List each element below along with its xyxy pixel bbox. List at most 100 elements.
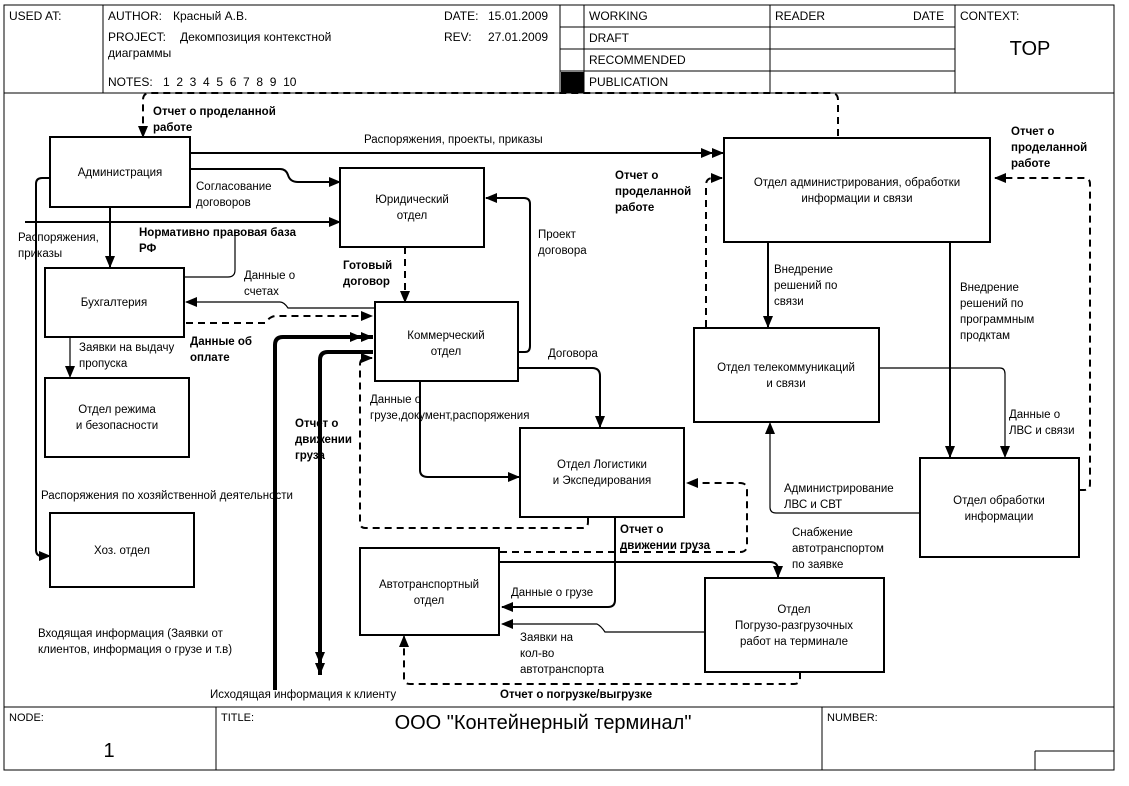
box-info-processing-label-2: информации	[965, 511, 1034, 523]
box-logistics-label-1: Отдел Логистики	[557, 459, 647, 471]
label-cargo-data: Данные о грузе	[511, 587, 593, 599]
label-vehicle-requests-2: кол-во	[520, 648, 554, 660]
number-label: NUMBER:	[827, 712, 878, 724]
box-loading-label-1: Отдел	[777, 604, 810, 616]
box-it-admin-label-2: информации и связи	[801, 193, 912, 205]
label-draft-contract-2: договора	[538, 245, 587, 257]
node-value: 1	[103, 740, 114, 762]
rev-label: REV:	[444, 30, 472, 44]
label-report-work-mid-2: проделанной	[615, 186, 691, 198]
label-cargo-docs-1: Данные о	[370, 394, 421, 406]
label-contracts: Договора	[548, 348, 598, 360]
label-pass-requests-2: пропуска	[79, 358, 128, 370]
arrow-labels: Отчет о проделанной работе Распоряжения,…	[18, 106, 1087, 701]
label-report-work-mid-1: Отчет о	[615, 170, 658, 182]
arrow-vehicle-requests	[501, 619, 705, 633]
box-logistics[interactable]: Отдел Логистики и Экспедирования	[519, 427, 685, 518]
box-transport[interactable]: Автотранспортный отдел	[359, 547, 500, 636]
label-sw-solutions-4: продктам	[960, 330, 1010, 342]
arrow-draft-contract	[485, 193, 531, 353]
box-loading-label-3: работ на терминале	[740, 636, 848, 648]
project-value-line1: Декомпозиция контекстной	[180, 30, 331, 44]
box-household[interactable]: Хоз. отдел	[49, 512, 195, 588]
label-orders-left-2: приказы	[18, 248, 62, 260]
label-legal-base-2: РФ	[139, 243, 157, 255]
box-logistics-label-2: и Экспедирования	[553, 475, 651, 487]
status-working[interactable]: WORKING	[589, 9, 648, 23]
arrow-cargo-movement-bottom	[500, 478, 748, 553]
label-report-work-top-2: работе	[153, 122, 192, 134]
box-transport-label-2: отдел	[414, 595, 444, 607]
arrow-outgoing-info	[315, 350, 373, 675]
label-invoice-data-1: Данные о	[244, 270, 295, 282]
label-comm-solutions-3: связи	[774, 296, 804, 308]
box-legal[interactable]: Юридический отдел	[339, 167, 485, 248]
label-report-work-right-3: работе	[1011, 158, 1050, 170]
arrow-lan-data	[879, 367, 1010, 458]
rev-value: 27.01.2009	[488, 30, 548, 44]
label-incoming-info-2: клиентов, информация о грузе и т.в)	[38, 644, 232, 656]
box-legal-label-1: Юридический	[375, 194, 449, 206]
status-draft[interactable]: DRAFT	[589, 31, 630, 45]
box-security[interactable]: Отдел режима и безопасности	[44, 377, 190, 458]
arrow-lan-admin	[765, 422, 920, 514]
publication-marker	[561, 72, 584, 93]
date-label: DATE:	[444, 9, 478, 23]
used-at-label: USED AT:	[9, 9, 61, 23]
box-info-processing[interactable]: Отдел обработки информации	[919, 457, 1080, 558]
label-invoice-data-2: счетах	[244, 286, 279, 298]
label-draft-contract-1: Проект	[538, 229, 577, 241]
reader-date-label: DATE	[913, 9, 944, 23]
label-ready-contract-1: Готовый	[343, 260, 392, 272]
box-household-label: Хоз. отдел	[94, 545, 150, 557]
label-contract-approval-1: Согласование	[196, 181, 272, 193]
title-label: TITLE:	[221, 712, 254, 724]
label-comm-solutions-2: решений по	[774, 280, 837, 292]
label-vehicle-requests-3: автотранспорта	[520, 664, 605, 676]
arrow-incoming-info	[273, 332, 373, 690]
line-invoice-to-legal	[184, 232, 236, 278]
node-label: NODE:	[9, 712, 44, 724]
label-sw-solutions-3: программным	[960, 314, 1034, 326]
label-cargo-movement-bottom-1: Отчет о	[620, 524, 663, 536]
box-admin[interactable]: Администрация	[49, 136, 191, 208]
label-ready-contract-2: договор	[343, 276, 390, 288]
box-info-processing-label-1: Отдел обработки	[953, 495, 1045, 507]
box-commercial-label-2: отдел	[431, 346, 461, 358]
label-lan-data-2: ЛВС и связи	[1009, 425, 1075, 437]
box-it-admin[interactable]: Отдел администрирования, обработки инфор…	[723, 137, 991, 243]
label-contract-approval-2: договоров	[196, 197, 251, 209]
label-cargo-movement-bottom-2: движении груза	[620, 540, 711, 552]
label-household-orders: Распоряжения по хозяйственной деятельнос…	[41, 490, 293, 502]
box-commercial[interactable]: Коммерческий отдел	[374, 301, 519, 382]
label-transport-supply-3: по заявке	[792, 559, 843, 571]
connectors	[25, 92, 1091, 690]
context-value: TOP	[1010, 38, 1051, 60]
box-loading[interactable]: Отдел Погрузо-разгрузочных работ на терм…	[704, 577, 885, 673]
box-legal-label-2: отдел	[397, 210, 427, 222]
status-recommended[interactable]: RECOMMENDED	[589, 53, 686, 67]
status-publication[interactable]: PUBLICATION	[589, 75, 668, 89]
notes-value: 1 2 3 4 5 6 7 8 9 10	[163, 75, 297, 89]
arrow-cargo-movement-left	[359, 353, 589, 529]
label-report-work-mid-3: работе	[615, 202, 654, 214]
context-label: CONTEXT:	[960, 9, 1019, 23]
label-orders-left-1: Распоряжения,	[18, 232, 99, 244]
label-transport-supply-2: автотранспортом	[792, 543, 884, 555]
arrow-cargo-docs	[419, 382, 520, 482]
label-payment-data-2: оплате	[190, 352, 230, 364]
label-report-work-right-1: Отчет о	[1011, 126, 1054, 138]
label-cargo-movement-left-1: Отчет о	[295, 418, 338, 430]
box-commercial-label-1: Коммерческий	[407, 330, 484, 342]
label-lan-admin-2: ЛВС и СВТ	[784, 499, 842, 511]
arrow-cargo-data	[501, 518, 616, 612]
box-telecom[interactable]: Отдел телекоммуникаций и связи	[693, 327, 880, 423]
box-it-admin-label-1: Отдел администрирования, обработки	[754, 177, 960, 189]
label-report-work-top-1: Отчет о проделанной	[153, 106, 276, 118]
label-vehicle-requests-1: Заявки на	[520, 632, 574, 644]
label-sw-solutions-1: Внедрение	[960, 282, 1019, 294]
project-label: PROJECT:	[108, 30, 166, 44]
box-accounting[interactable]: Бухгалтерия	[44, 267, 185, 338]
label-loading-report: Отчет о погрузке/выгрузке	[500, 689, 652, 701]
